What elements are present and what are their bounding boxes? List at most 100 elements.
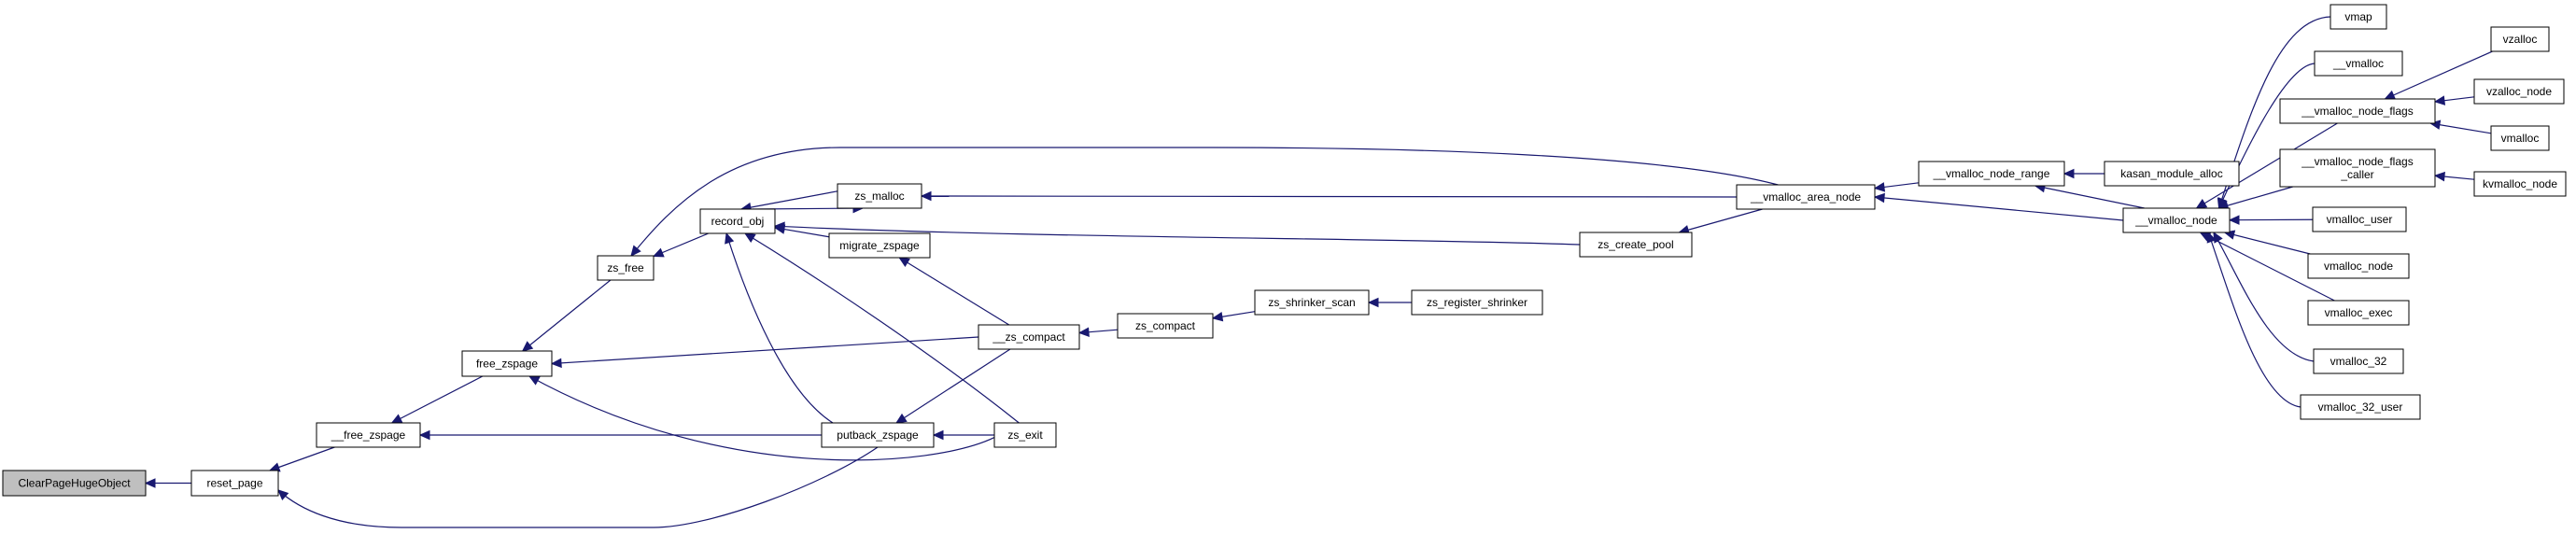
node-box [1736, 184, 1876, 210]
node-box [993, 422, 1057, 448]
function-node-zs-shrinker-scan[interactable]: zs_shrinker_scan [1254, 289, 1370, 316]
edge-arrowhead [652, 247, 665, 258]
call-edge [2217, 186, 2293, 209]
edge-arrowhead [2384, 90, 2397, 100]
call-edge [551, 336, 979, 365]
function-node-record-obj[interactable]: record_obj [699, 208, 776, 234]
node-box [2473, 171, 2567, 197]
edge-arrowhead [1211, 312, 1224, 322]
node-label: vmalloc_node [2324, 260, 2393, 273]
edge-arrowhead [932, 429, 944, 441]
call-edge [528, 375, 995, 461]
node-label: kasan_module_alloc [2120, 167, 2222, 180]
node-box [978, 324, 1080, 350]
edge-arrowhead [743, 232, 756, 243]
node-label: vzalloc [2503, 33, 2538, 46]
function-node-vmalloc-32-user[interactable]: vmalloc_32_user [2300, 394, 2421, 420]
node-label: vmalloc_exec [2325, 306, 2393, 319]
function-node-zs-compact[interactable]: zs_compact [1117, 313, 1214, 339]
edge-arrowhead [725, 232, 735, 245]
node-label: zs_malloc [854, 190, 904, 203]
function-node-vmalloc-user[interactable]: vmalloc_user [2312, 206, 2407, 232]
call-edge [774, 225, 1581, 246]
edge-arrowhead [528, 375, 541, 386]
function-node-vmalloc-area-node[interactable]: __vmalloc_area_node [1736, 184, 1876, 210]
call-edge [2207, 232, 2302, 408]
node-box [2307, 300, 2410, 326]
node-box [2473, 78, 2565, 105]
node-label: migrate_zspage [839, 239, 920, 252]
node-box [2, 470, 147, 497]
call-edge [630, 147, 1779, 257]
edge-arrowhead [773, 224, 786, 234]
call-edge [744, 232, 1020, 424]
function-node-zs-register-shrinker[interactable]: zs_register_shrinker [1411, 289, 1543, 316]
edge-arrowhead [2195, 199, 2208, 209]
edge-arrowhead [1077, 327, 1090, 337]
node-label: zs_free [607, 261, 644, 274]
call-edge [740, 190, 838, 210]
node-box [2122, 207, 2231, 233]
call-edge [522, 279, 612, 352]
call-edge [895, 348, 1011, 424]
edge-arrowhead [1873, 192, 1885, 204]
node-label: __vmalloc [2332, 57, 2384, 70]
call-edge [269, 446, 335, 471]
function-node-free-zspage[interactable]: free_zspage [461, 350, 553, 377]
function-node-zs-exit[interactable]: zs_exit [993, 422, 1057, 448]
function-node-zs-malloc[interactable]: zs_malloc [837, 183, 922, 209]
edge-arrowhead [1873, 182, 1886, 192]
function-node-vmap[interactable]: vmap [2330, 4, 2387, 30]
edge-arrowhead [630, 245, 641, 257]
function-node-kvmalloc-node[interactable]: kvmalloc_node [2473, 171, 2567, 197]
edge-arrowhead [390, 414, 403, 424]
node-label: vmalloc_32 [2330, 355, 2387, 368]
node-label: zs_exit [1007, 429, 1043, 442]
node-label: _caller [2340, 168, 2373, 181]
edge-arrowhead [2228, 215, 2240, 225]
function-node-vmalloc-32[interactable]: vmalloc_32 [2313, 348, 2404, 374]
node-label: kvmalloc_node [2483, 177, 2557, 190]
node-label: zs_compact [1135, 319, 1196, 332]
function-node-kasan-module-alloc[interactable]: kasan_module_alloc [2104, 161, 2240, 187]
node-label: putback_zspage [837, 429, 919, 442]
call-edge [725, 232, 834, 424]
node-label: ClearPageHugeObject [18, 477, 131, 490]
node-label: vmalloc_user [2327, 213, 2393, 226]
function-node-vmalloc-node-range[interactable]: __vmalloc_node_range [1918, 161, 2065, 187]
function-node-vmalloc[interactable]: __vmalloc [2314, 50, 2403, 77]
function-node-zs-free[interactable]: zs_free [597, 255, 655, 281]
call-edge [2213, 232, 2315, 362]
function-node-vmalloc-node-flags[interactable]: __vmalloc_node_flags [2279, 98, 2436, 124]
node-label: zs_shrinker_scan [1268, 296, 1355, 309]
function-node-vmalloc-exec[interactable]: vmalloc_exec [2307, 300, 2410, 326]
function-node-vmalloc[interactable]: vmalloc [2490, 125, 2550, 151]
node-label: record_obj [711, 215, 765, 228]
node-box [461, 350, 553, 377]
call-edge [2196, 122, 2338, 209]
function-node-free-zspage[interactable]: __free_zspage [316, 422, 421, 448]
edge-arrowhead [418, 429, 430, 441]
node-box [2300, 394, 2421, 420]
function-node-putback-zspage[interactable]: putback_zspage [821, 422, 935, 448]
node-box [190, 470, 279, 497]
function-node-clearpagehugeobject[interactable]: ClearPageHugeObject [2, 470, 147, 497]
function-node-zs-create-pool[interactable]: zs_create_pool [1579, 232, 1693, 258]
edge-arrowhead [898, 257, 910, 267]
edge-arrowhead [2062, 168, 2075, 179]
node-label: vmap [2344, 10, 2372, 23]
call-edge [1874, 196, 2124, 221]
node-label: __vmalloc_area_node [1750, 190, 1861, 204]
function-node-zs-compact[interactable]: __zs_compact [978, 324, 1080, 350]
function-node-reset-page[interactable]: reset_page [190, 470, 279, 497]
node-box [2313, 348, 2404, 374]
function-node-vmalloc-node-flags-caller[interactable]: __vmalloc_node_flags_caller [2279, 148, 2436, 188]
function-node-migrate-zspage[interactable]: migrate_zspage [828, 232, 931, 259]
edge-arrowhead [277, 489, 289, 500]
function-node-vzalloc-node[interactable]: vzalloc_node [2473, 78, 2565, 105]
node-box [597, 255, 655, 281]
function-node-vmalloc-node[interactable]: vmalloc_node [2307, 253, 2410, 279]
function-node-vzalloc[interactable]: vzalloc [2490, 26, 2550, 52]
node-box [821, 422, 935, 448]
function-node-vmalloc-node[interactable]: __vmalloc_node [2122, 207, 2231, 233]
